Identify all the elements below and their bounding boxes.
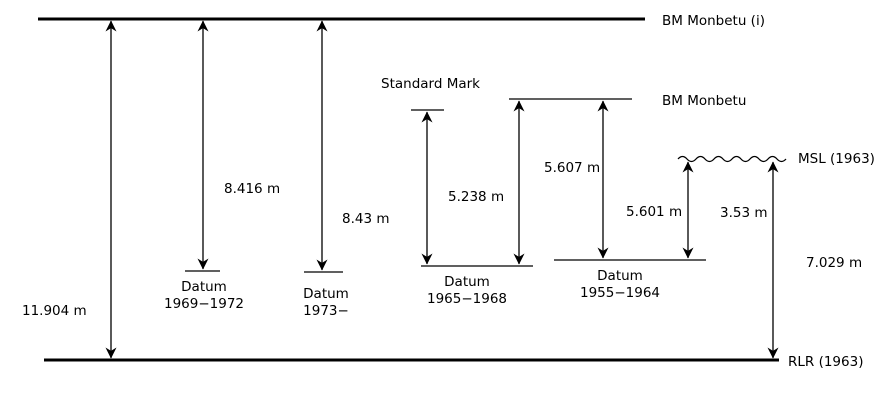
msl-wavy-line (677, 155, 787, 163)
datum-1973-label-line2: 1973− (303, 303, 349, 319)
measure-bm-i-to-datum-1973: 8.43 m (342, 211, 390, 227)
datum-1955-label-line1: Datum (597, 268, 643, 284)
datum-1973-label-line1: Datum (303, 286, 349, 302)
measure-msl-to-datum-1955: 3.53 m (720, 205, 768, 221)
datum-1969-label-line2: 1969−1972 (164, 296, 244, 312)
label-bm-monbetu-i: BM Monbetu (i) (662, 13, 765, 29)
datum-1955-label-line2: 1955−1964 (580, 285, 660, 301)
datum-1969-label-line1: Datum (181, 279, 227, 295)
label-standard-mark: Standard Mark (381, 76, 480, 92)
measure-bm-to-datum-1965: 5.607 m (544, 160, 600, 176)
datum-1965-label-line2: 1965−1968 (427, 291, 507, 307)
label-rlr: RLR (1963) (788, 354, 863, 370)
label-bm-monbetu: BM Monbetu (662, 93, 746, 109)
measure-bm-to-datum-1955: 5.601 m (626, 204, 682, 220)
datum-1965-label-line1: Datum (444, 274, 490, 290)
label-msl: MSL (1963) (798, 151, 875, 167)
measure-bm-i-to-datum-1969: 8.416 m (224, 181, 280, 197)
measure-standard-mark-to-datum-1965: 5.238 m (448, 189, 504, 205)
measure-msl-to-rlr: 7.029 m (806, 255, 862, 271)
measure-bm-i-to-rlr: 11.904 m (22, 303, 87, 319)
